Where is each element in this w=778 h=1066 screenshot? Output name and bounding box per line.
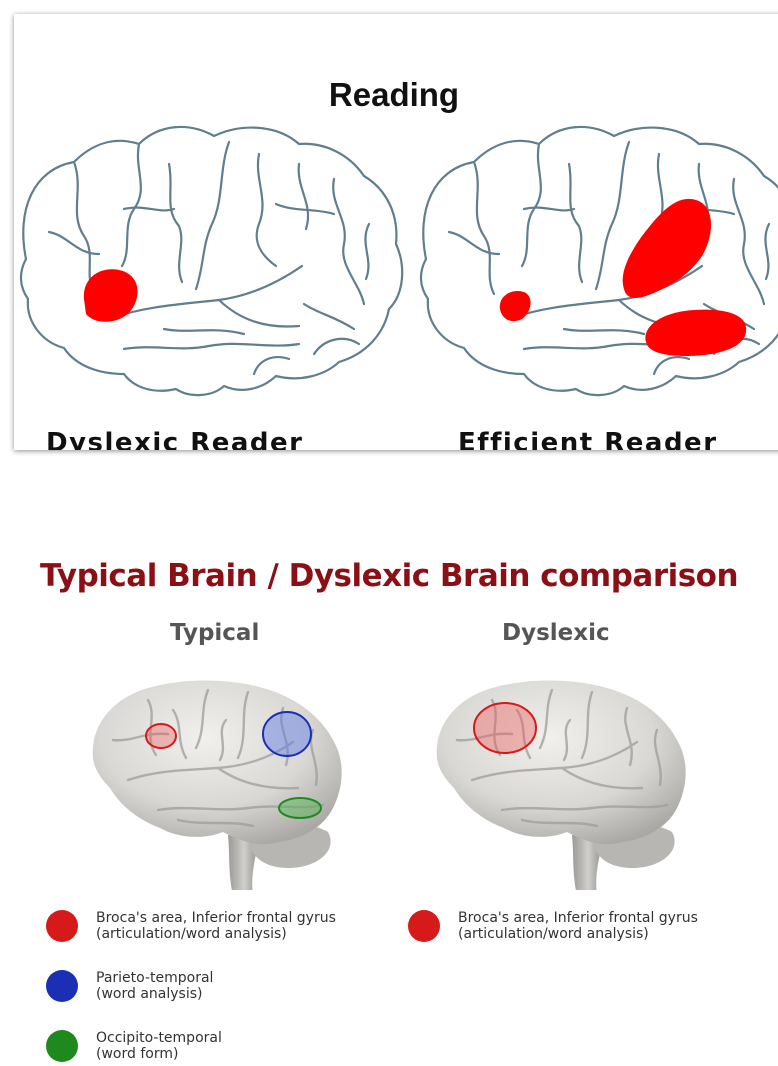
legend-dyslexic-broca-line2: (articulation/word analysis) <box>458 926 698 942</box>
brain-outline-diagrams <box>14 14 778 450</box>
legend-dyslexic-broca-line1: Broca's area, Inferior frontal gyrus <box>458 910 698 926</box>
dyslexic-broca-region <box>474 703 536 753</box>
broca-activation-left <box>84 269 138 322</box>
typical-brain <box>93 681 342 891</box>
efficient-reader-label: Efficient Reader <box>458 428 718 450</box>
dyslexic-brain <box>437 681 686 891</box>
parieto-temporal-activation <box>623 199 711 298</box>
broca-activation-right <box>500 291 531 321</box>
typical-parieto-temporal-region <box>263 712 311 756</box>
typical-occipito-temporal-region <box>279 798 321 818</box>
efficient-reader-brain <box>421 127 778 395</box>
legend-occipito-line1: Occipito-temporal <box>96 1030 222 1046</box>
green-dot-icon <box>46 1030 78 1062</box>
legend-broca-line2: (articulation/word analysis) <box>96 926 336 942</box>
legend-occipito-line2: (word form) <box>96 1046 222 1062</box>
legend-parieto-line2: (word analysis) <box>96 986 213 1002</box>
legend-parieto-line1: Parieto-temporal <box>96 970 213 986</box>
reading-panel: Reading <box>14 14 778 450</box>
dyslexic-reader-brain <box>21 127 402 395</box>
typical-heading: Typical <box>170 620 259 646</box>
blue-dot-icon <box>46 970 78 1002</box>
red-dot-icon <box>408 910 440 942</box>
comparison-title: Typical Brain / Dyslexic Brain compariso… <box>0 558 778 594</box>
occipito-temporal-activation <box>645 310 746 356</box>
red-dot-icon <box>46 910 78 942</box>
dyslexic-heading: Dyslexic <box>502 620 610 646</box>
legend-broca-line1: Broca's area, Inferior frontal gyrus <box>96 910 336 926</box>
typical-broca-region <box>146 724 176 748</box>
dyslexic-reader-label: Dyslexic Reader <box>46 428 303 450</box>
comparison-brains <box>0 650 778 890</box>
